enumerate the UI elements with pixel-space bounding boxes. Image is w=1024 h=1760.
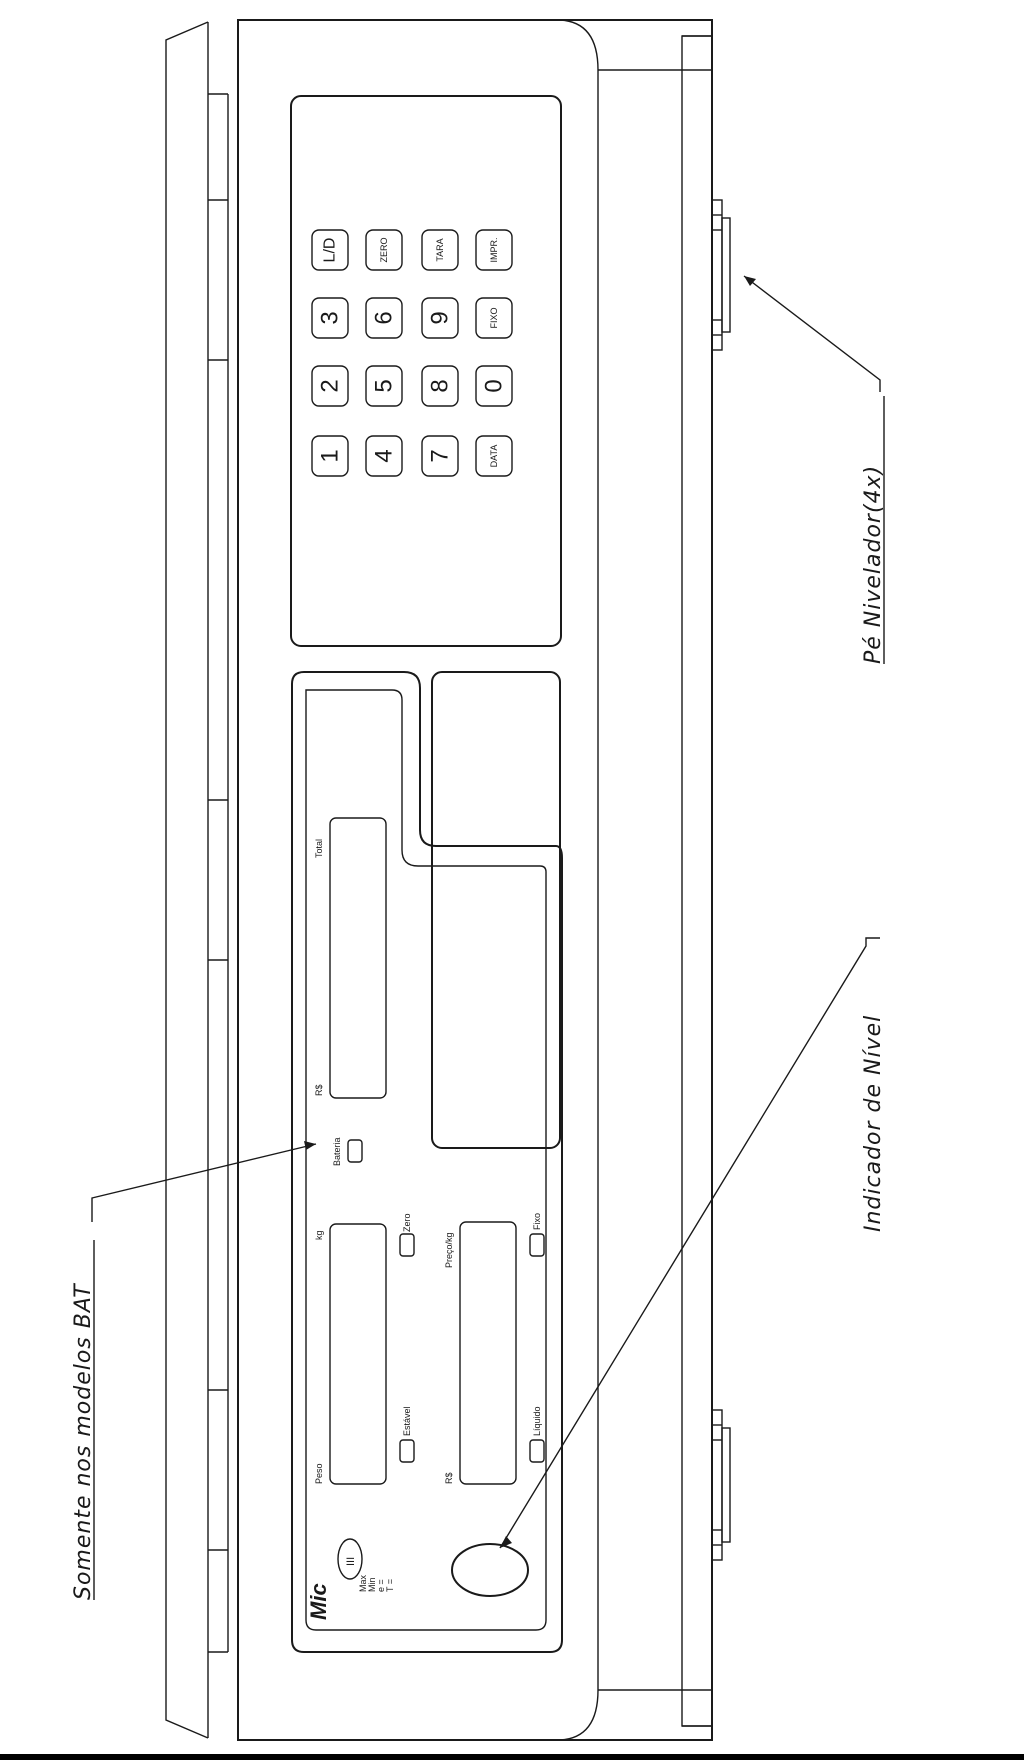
key-8[interactable]: 8: [421, 365, 459, 407]
e-label: e =: [376, 1579, 386, 1592]
bateria-led: [347, 1139, 363, 1163]
key-label: IMPR.: [489, 237, 499, 262]
level-indicator-callout: Indicador de Nível: [861, 1015, 886, 1232]
display-panel: [291, 671, 563, 1653]
total-display-window: [329, 817, 387, 1099]
brand-logo: Mic: [306, 1583, 331, 1620]
key-label: TARA: [435, 238, 445, 261]
key-0[interactable]: 0: [475, 365, 513, 407]
key-label: 7: [427, 449, 454, 462]
key-impr[interactable]: IMPR.: [475, 229, 513, 271]
total-label: Total: [314, 839, 324, 858]
estavel-led: [399, 1439, 415, 1463]
key-9[interactable]: 9: [421, 297, 459, 339]
key-2[interactable]: 2: [311, 365, 349, 407]
min-label: Min: [367, 1577, 377, 1592]
liquido-label: Líquido: [532, 1406, 542, 1436]
key-label: 3: [317, 311, 344, 324]
weight-display-window: [329, 1223, 387, 1485]
key-tara[interactable]: TARA: [421, 229, 459, 271]
key-label: 1: [317, 449, 344, 462]
keypad: 1 2 3 L/D 4 5 6 ZERO 7 8 9 TARA DATA 0 FIXO IMPR.: [311, 229, 513, 477]
bat-models-callout: Somente nos modelos BAT: [71, 1283, 96, 1600]
fixo-label: Fixo: [532, 1213, 542, 1230]
leveling-foot-bottom: [711, 1409, 731, 1561]
key-label: ZERO: [379, 237, 389, 262]
leveling-foot-callout: Pé Nivelador(4x): [861, 465, 886, 664]
scale-body: [237, 19, 713, 1741]
kg-label: kg: [314, 1230, 324, 1240]
key-fixo[interactable]: FIXO: [475, 297, 513, 339]
rs-total-label: R$: [314, 1084, 324, 1096]
key-label: 9: [427, 311, 454, 324]
max-label: Max: [358, 1574, 368, 1592]
key-label: 4: [371, 449, 398, 462]
page-bottom-rule: [0, 1754, 1024, 1760]
key-label: 0: [481, 379, 508, 392]
key-label: 2: [317, 379, 344, 392]
key-1[interactable]: 1: [311, 435, 349, 477]
callout-leaders: [91, 275, 881, 1549]
fixo-led: [529, 1233, 545, 1257]
key-4[interactable]: 4: [365, 435, 403, 477]
class-mark-label: III: [345, 1557, 357, 1566]
key-label: DATA: [489, 445, 499, 468]
bateria-label: Bateria: [332, 1137, 342, 1166]
weighing-platter: [165, 21, 229, 1739]
key-label: 8: [427, 379, 454, 392]
key-label: 6: [371, 311, 398, 324]
zero-label: Zero: [402, 1213, 412, 1232]
key-data[interactable]: DATA: [475, 435, 513, 477]
key-l-d[interactable]: L/D: [311, 229, 349, 271]
key-zero[interactable]: ZERO: [365, 229, 403, 271]
key-label: 5: [371, 379, 398, 392]
leveling-foot-top: [711, 199, 731, 351]
class-mark-oval: [337, 1538, 363, 1580]
liquido-led: [529, 1439, 545, 1463]
estavel-label: Estável: [402, 1406, 412, 1436]
key-3[interactable]: 3: [311, 297, 349, 339]
level-indicator-bubble: [451, 1543, 529, 1597]
key-6[interactable]: 6: [365, 297, 403, 339]
key-5[interactable]: 5: [365, 365, 403, 407]
keypad-panel: [290, 95, 562, 647]
peso-label: Peso: [314, 1463, 324, 1484]
key-7[interactable]: 7: [421, 435, 459, 477]
key-label: L/D: [322, 238, 339, 263]
t-label: T =: [385, 1579, 395, 1592]
rs-preco-label: R$: [444, 1472, 454, 1484]
preco-kg-label: Preço/kg: [444, 1232, 454, 1268]
zero-led: [399, 1233, 415, 1257]
price-display-window: [459, 1221, 517, 1485]
key-label: FIXO: [489, 307, 499, 328]
